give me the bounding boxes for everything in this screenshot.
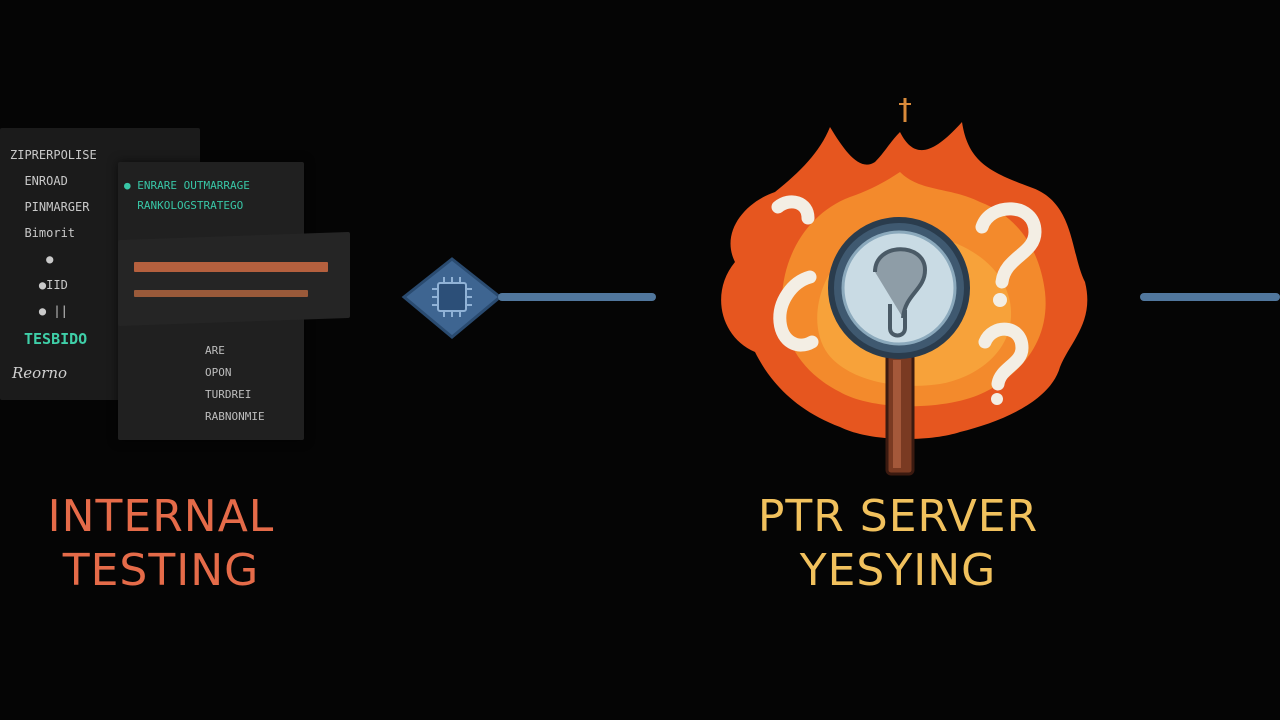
code-window-right-lines: ● ENRARE OUTMARRAGE RANKOLOGSTRATEGO bbox=[124, 179, 250, 212]
code-highlight-token: TESBIDO bbox=[24, 330, 88, 348]
stage-label-internal-testing: INTERNAL TESTING bbox=[47, 491, 275, 596]
connector-line-left bbox=[498, 293, 656, 301]
chip-diamond-icon bbox=[401, 257, 503, 339]
code-window-left-lines: ZIPRERPOLISE ENROAD PINMARGER Bimorit ● … bbox=[10, 148, 97, 318]
stage-label-ptr-server: PTR SERVER YESYING bbox=[757, 491, 1039, 596]
code-footer-token: Reorno bbox=[12, 364, 68, 382]
code-progress-bar-2 bbox=[134, 290, 308, 297]
connector-line-right bbox=[1140, 293, 1280, 301]
code-progress-bar-1 bbox=[134, 262, 328, 272]
fire-magnifier-icon bbox=[721, 98, 1088, 476]
code-window-lower-lines: ARE OPON TURDREI RABNONMIE bbox=[205, 344, 265, 423]
